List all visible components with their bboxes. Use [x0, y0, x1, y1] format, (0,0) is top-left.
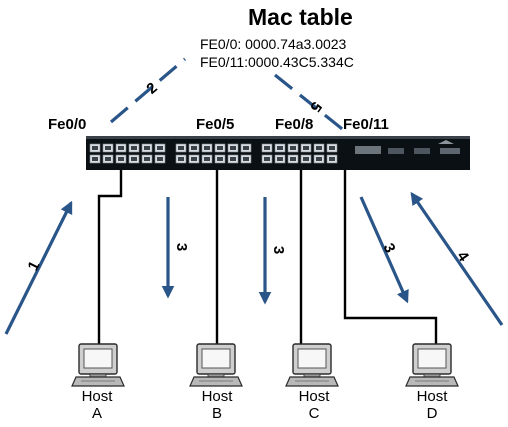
host-b-computer: [189, 343, 243, 387]
port-label-fe0-5: Fe0/5: [196, 116, 235, 133]
cable-host-a: [97, 170, 123, 352]
port-label-fe0-0: Fe0/0: [48, 116, 87, 133]
keyboard-base: [71, 376, 125, 387]
host-c-letter: C: [308, 405, 320, 422]
switch-chassis: [86, 136, 470, 170]
switch-port-socket: [144, 157, 150, 161]
switch-port-socket: [264, 157, 270, 161]
switch-port-socket: [178, 146, 184, 150]
host-c-computer: [285, 343, 339, 387]
switch-port-socket: [243, 146, 249, 150]
switch-port-socket: [290, 146, 296, 150]
mac-table-title: Mac table: [248, 4, 353, 30]
cable-host-d: [343, 170, 438, 352]
switch-port-socket: [157, 146, 163, 150]
switch-port-socket: [277, 146, 283, 150]
flow-arrows: [4, 57, 504, 335]
switch-port-socket: [105, 146, 111, 150]
host-cables: [97, 170, 438, 352]
host-a-computer: [71, 343, 125, 387]
switch-port-socket: [230, 146, 236, 150]
mac-entry-fe0-11: FE0/11:0000.43C5.334C: [200, 54, 354, 70]
switch-port-socket: [217, 146, 223, 150]
switch-port-socket: [329, 146, 335, 150]
switch-port-socket: [204, 157, 210, 161]
switch-port-socket: [131, 157, 137, 161]
step-label-3-host-c: 3: [270, 246, 287, 254]
switch-port-socket: [264, 146, 270, 150]
arrow-step-5: [273, 73, 348, 134]
step-numbers: 1 2 3 3 3 4 5: [25, 79, 473, 273]
host-a-title: Host: [81, 388, 113, 405]
host-d-letter: D: [426, 405, 438, 422]
switch-port-socket: [204, 146, 210, 150]
switch-port-socket: [230, 157, 236, 161]
arrow-step-3-host-d: [359, 196, 409, 304]
switch-port-bank: [89, 143, 338, 164]
uplink-slot-1: [355, 146, 381, 154]
step-label-2: 2: [143, 79, 160, 97]
step-label-3-host-b: 3: [173, 243, 190, 251]
switch-port-socket: [329, 157, 335, 161]
monitor-screen: [201, 348, 231, 369]
monitor-screen: [417, 348, 447, 369]
host-d-title: Host: [416, 388, 448, 405]
switch-port-socket: [131, 146, 137, 150]
port-label-fe0-8: Fe0/8: [275, 116, 314, 133]
host-b-letter: B: [211, 405, 222, 422]
switch-port-socket: [277, 157, 283, 161]
monitor-screen: [297, 348, 327, 369]
uplink-slot-2: [388, 148, 404, 154]
switch-port-socket: [92, 157, 98, 161]
switch-port-socket: [191, 146, 197, 150]
switch-port-socket: [303, 146, 309, 150]
switch-port-socket: [105, 157, 111, 161]
switch-port-socket: [217, 157, 223, 161]
switch-port-socket: [316, 146, 322, 150]
mac-entry-fe0-0: FE0/0: 0000.74a3.0023: [200, 36, 347, 52]
step-label-4: 4: [453, 248, 472, 265]
switch-port-socket: [290, 157, 296, 161]
keyboard-base: [189, 376, 243, 387]
uplink-slot-4: [440, 148, 460, 154]
host-b-title: Host: [201, 388, 233, 405]
host-a-letter: A: [91, 405, 102, 422]
switch-port-socket: [92, 146, 98, 150]
switch-port-socket: [316, 157, 322, 161]
keyboard-base: [285, 376, 339, 387]
uplink-slot-3: [414, 148, 430, 154]
switch-port-socket: [303, 157, 309, 161]
monitor-screen: [83, 348, 113, 369]
switch-port-socket: [118, 146, 124, 150]
switch-port-socket: [118, 157, 124, 161]
switch-uplink-module: [355, 140, 460, 154]
switch-logo: [438, 140, 454, 144]
switch-port-socket: [178, 157, 184, 161]
arrow-step-1: [4, 200, 73, 335]
switch-port-socket: [157, 157, 163, 161]
network-switch: [86, 136, 470, 170]
switch-port-socket: [191, 157, 197, 161]
host-c-title: Host: [298, 388, 330, 405]
switch-top-edge: [86, 136, 470, 139]
port-label-fe0-11: Fe0/11: [343, 116, 389, 133]
arrow-step-2: [109, 57, 187, 124]
arrow-step-4: [410, 191, 504, 326]
host-computers: [71, 343, 459, 387]
keyboard-base: [405, 376, 459, 387]
switch-port-socket: [144, 146, 150, 150]
host-d-computer: [405, 343, 459, 387]
switch-port-socket: [243, 157, 249, 161]
